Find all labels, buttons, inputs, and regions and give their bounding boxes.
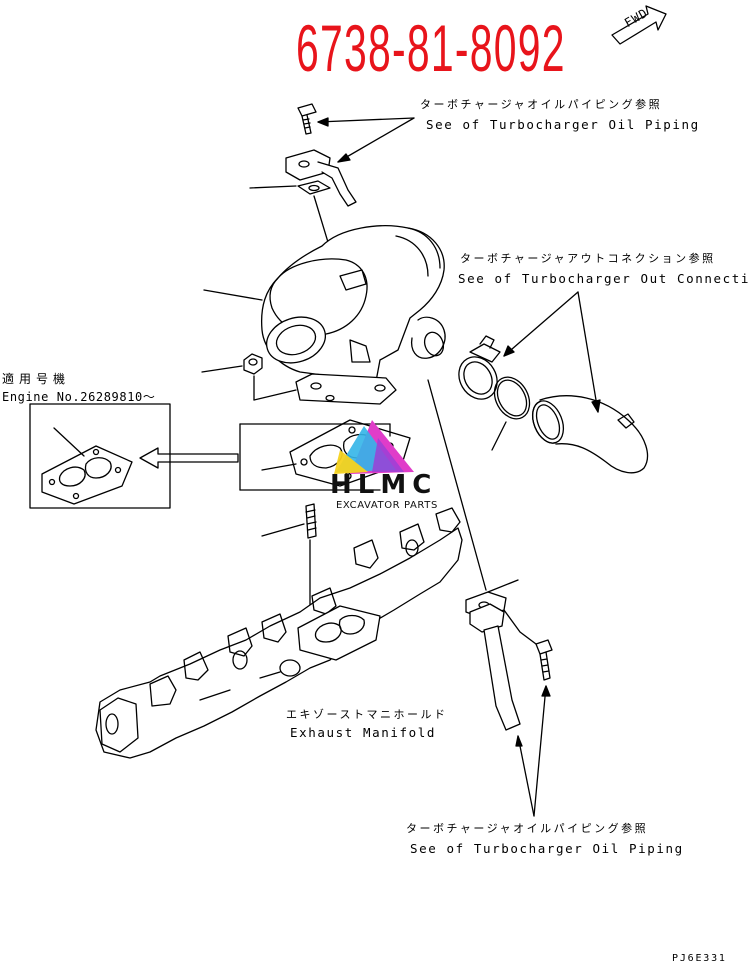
fwd-arrow-icon [611, 5, 667, 45]
exhaust-manifold-en-label: Exhaust Manifold [290, 725, 437, 740]
inset-detail-box [29, 403, 171, 509]
oil-drain-pipe [465, 579, 537, 731]
part-number-title: 6738-81-8092 [296, 11, 566, 85]
oil-piping-top-en-label: See of Turbocharger Oil Piping [426, 117, 700, 132]
applicable-en-label: Engine No.26289810～ [2, 390, 156, 404]
watermark-tagline: EXCAVATOR PARTS [336, 500, 438, 511]
leader-lines-bottom [515, 685, 551, 817]
turbocharger [260, 225, 446, 405]
oil-piping-top-jp-label: ターボチャージャオイルパイピング参照 [420, 98, 663, 111]
watermark-brand: HLMC [330, 470, 438, 500]
leader-lines-top [249, 117, 415, 263]
leader-lines-mid [201, 289, 297, 401]
oil-piping-bottom-jp-label: ターボチャージャオイルパイピング参照 [406, 822, 649, 835]
outlet-elbow [531, 395, 649, 474]
drawing-code: PJ6E331 [672, 953, 727, 964]
lower-bolt [535, 639, 553, 681]
nut [243, 353, 263, 375]
hose-clamp [458, 335, 501, 400]
oil-piping-bottom-en-label: See of Turbocharger Oil Piping [410, 841, 684, 856]
exhaust-manifold [95, 507, 463, 759]
exhaust-manifold-jp-label: エキゾーストマニホールド [286, 708, 448, 721]
detail-bracket [239, 423, 391, 491]
out-connection-en-label: See of Turbocharger Out Connection [458, 271, 750, 286]
stud-bolt [261, 503, 317, 621]
top-bolt [297, 103, 317, 135]
leader-lines-right [503, 291, 601, 413]
oil-inlet-flange [285, 149, 357, 207]
pointer-arrow-icon [139, 447, 239, 469]
hlmc-logo-icon [334, 420, 414, 474]
applicable-jp-label: 適用号機 [2, 372, 71, 386]
leader-lower-gasket [427, 379, 487, 591]
o-ring [491, 376, 531, 451]
out-connection-jp-label: ターボチャージャアウトコネクション参照 [460, 252, 716, 265]
